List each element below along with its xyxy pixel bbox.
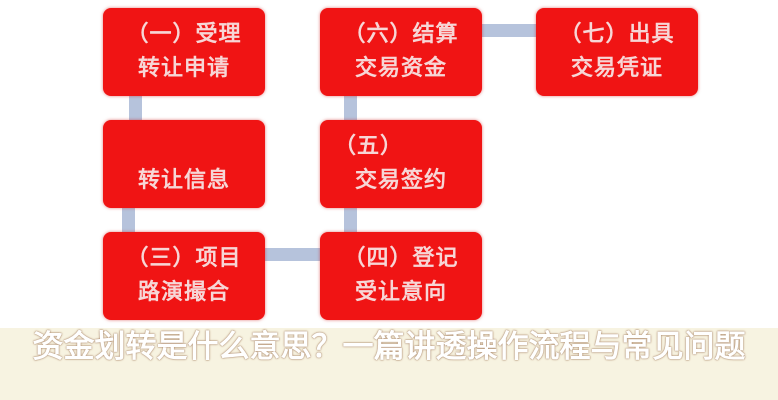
title-overlay-band	[0, 328, 778, 400]
step-4-line1: （四）登记	[343, 246, 459, 271]
step-6-box: （六）结算 交易资金	[320, 8, 482, 96]
step-7-line2: 交易凭证	[570, 56, 663, 81]
step-5-line1: （五）	[334, 134, 404, 159]
connector-3-4	[264, 248, 322, 261]
step-5-box: （五） 交易签约	[320, 120, 482, 208]
step-3-line1: （三）项目	[126, 246, 242, 271]
connector-2-3	[122, 206, 135, 234]
connector-4-5	[344, 206, 357, 234]
step-1-line1: （一）受理	[126, 22, 242, 47]
step-2-line2: 转让信息	[137, 168, 230, 193]
step-4-line2: 受让意向	[354, 280, 447, 305]
step-7-line1: （七）出具	[559, 22, 675, 47]
step-6-line1: （六）结算	[343, 22, 459, 47]
connector-5-6	[344, 94, 357, 122]
step-7-box: （七）出具 交易凭证	[536, 8, 698, 96]
step-2-box: 转让信息	[103, 120, 265, 208]
step-1-line2: 转让申请	[137, 56, 230, 81]
connector-6-7	[479, 24, 537, 37]
step-3-box: （三）项目 路演撮合	[103, 232, 265, 320]
step-3-line2: 路演撮合	[137, 280, 230, 305]
page-title: 资金划转是什么意思？一篇讲透操作流程与常见问题	[32, 329, 746, 365]
connector-1-2	[129, 94, 142, 122]
step-4-box: （四）登记 受让意向	[320, 232, 482, 320]
step-1-box: （一）受理 转让申请	[103, 8, 265, 96]
step-5-line2: 交易签约	[354, 168, 447, 193]
step-6-line2: 交易资金	[354, 56, 447, 81]
